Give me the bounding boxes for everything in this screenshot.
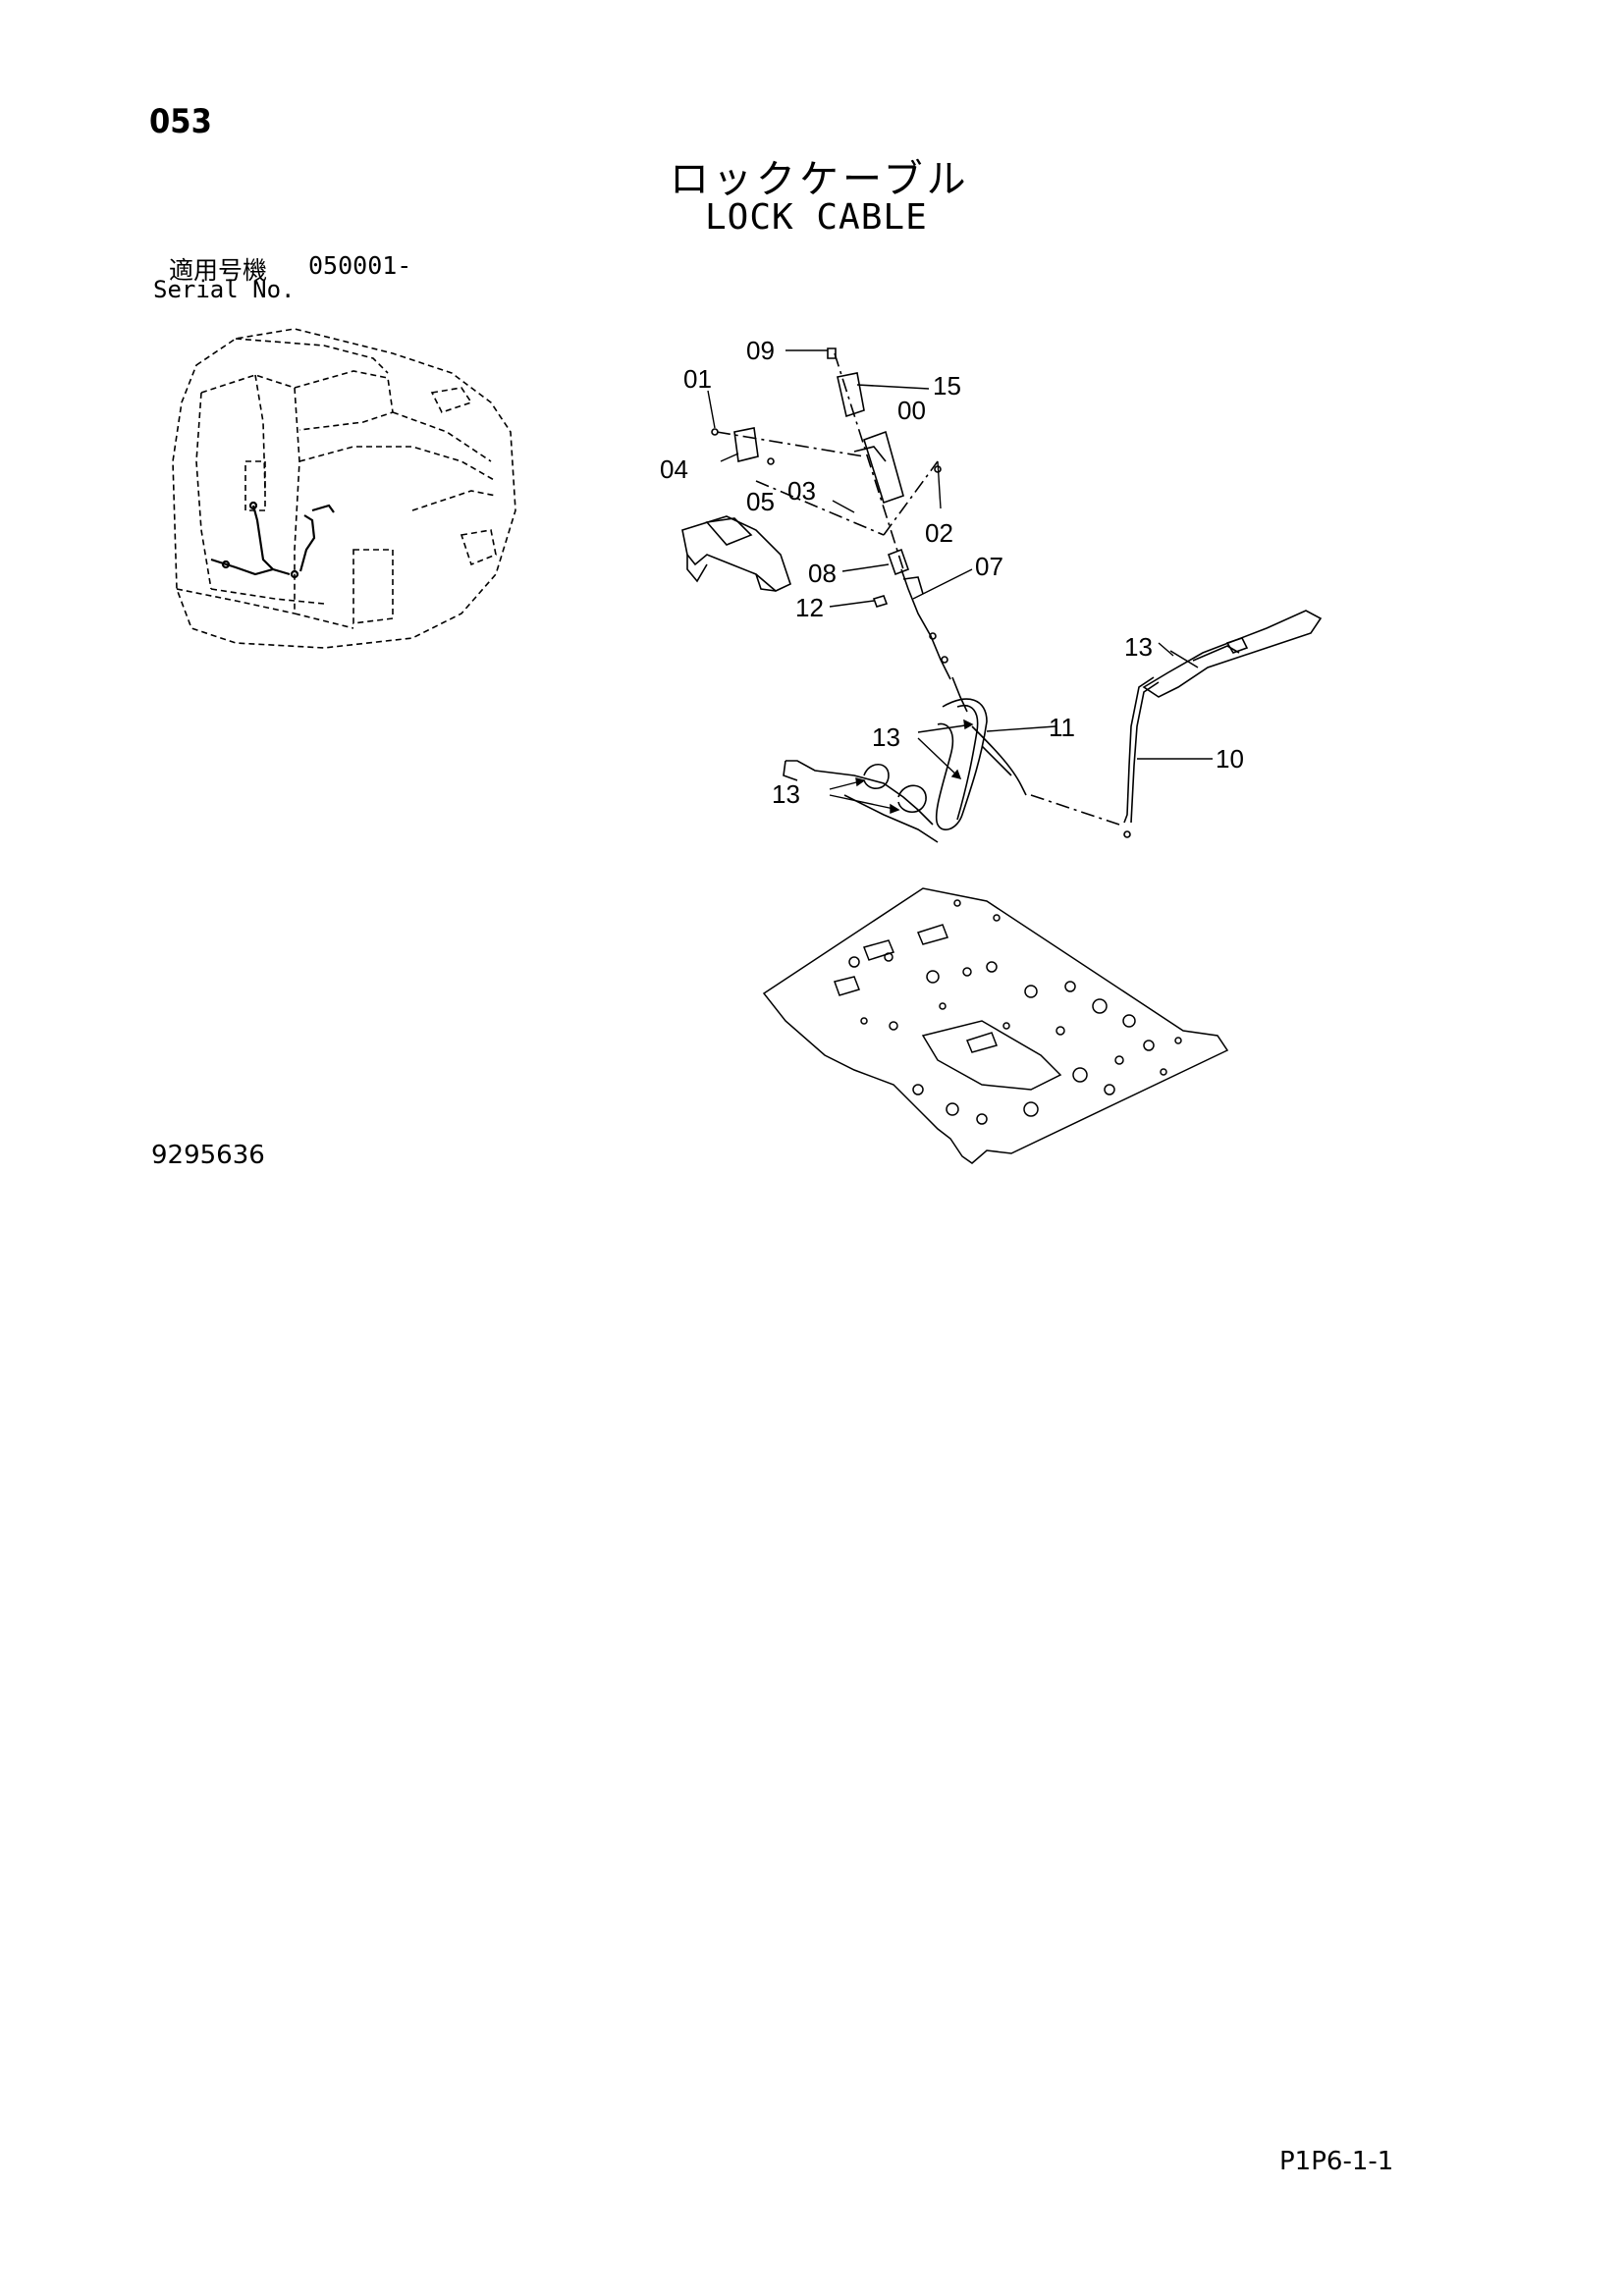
callout-01: 01 (683, 364, 712, 394)
callout-13-top: 13 (1124, 632, 1153, 662)
callout-05: 05 (746, 487, 775, 516)
exploded-parts (681, 347, 1323, 843)
callout-10: 10 (1216, 744, 1244, 774)
callout-02: 02 (925, 518, 953, 548)
callout-08: 08 (808, 559, 837, 588)
callout-13-middle: 13 (872, 722, 900, 752)
floor-plate (762, 887, 1229, 1164)
overview-lock-cable-highlight (210, 501, 335, 579)
serial-label-english: Serial No. (153, 276, 296, 303)
serial-value: 050001- (308, 251, 412, 280)
callout-03: 03 (787, 476, 816, 506)
callout-12: 12 (795, 593, 824, 622)
callout-11: 11 (1049, 713, 1075, 742)
callout-09: 09 (746, 336, 775, 365)
page-number: 053 (149, 102, 212, 141)
callout-15: 15 (933, 371, 961, 400)
title-japanese: ロックケーブル (670, 157, 970, 202)
callout-07: 07 (975, 552, 1003, 581)
callout-leaders (707, 390, 1174, 732)
footer-page-code: P1P6-1-1 (1279, 2147, 1394, 2176)
drawing-number: 9295636 (151, 1141, 265, 1170)
machine-overview-illustration (172, 328, 516, 649)
callout-13-left: 13 (772, 779, 800, 809)
callout-04: 04 (660, 454, 688, 484)
callout-arrows-13 (829, 719, 974, 815)
callout-00: 00 (897, 396, 926, 425)
serial-label-japanese: 適用号機 (169, 256, 268, 285)
title-english: LOCK CABLE (705, 197, 928, 238)
